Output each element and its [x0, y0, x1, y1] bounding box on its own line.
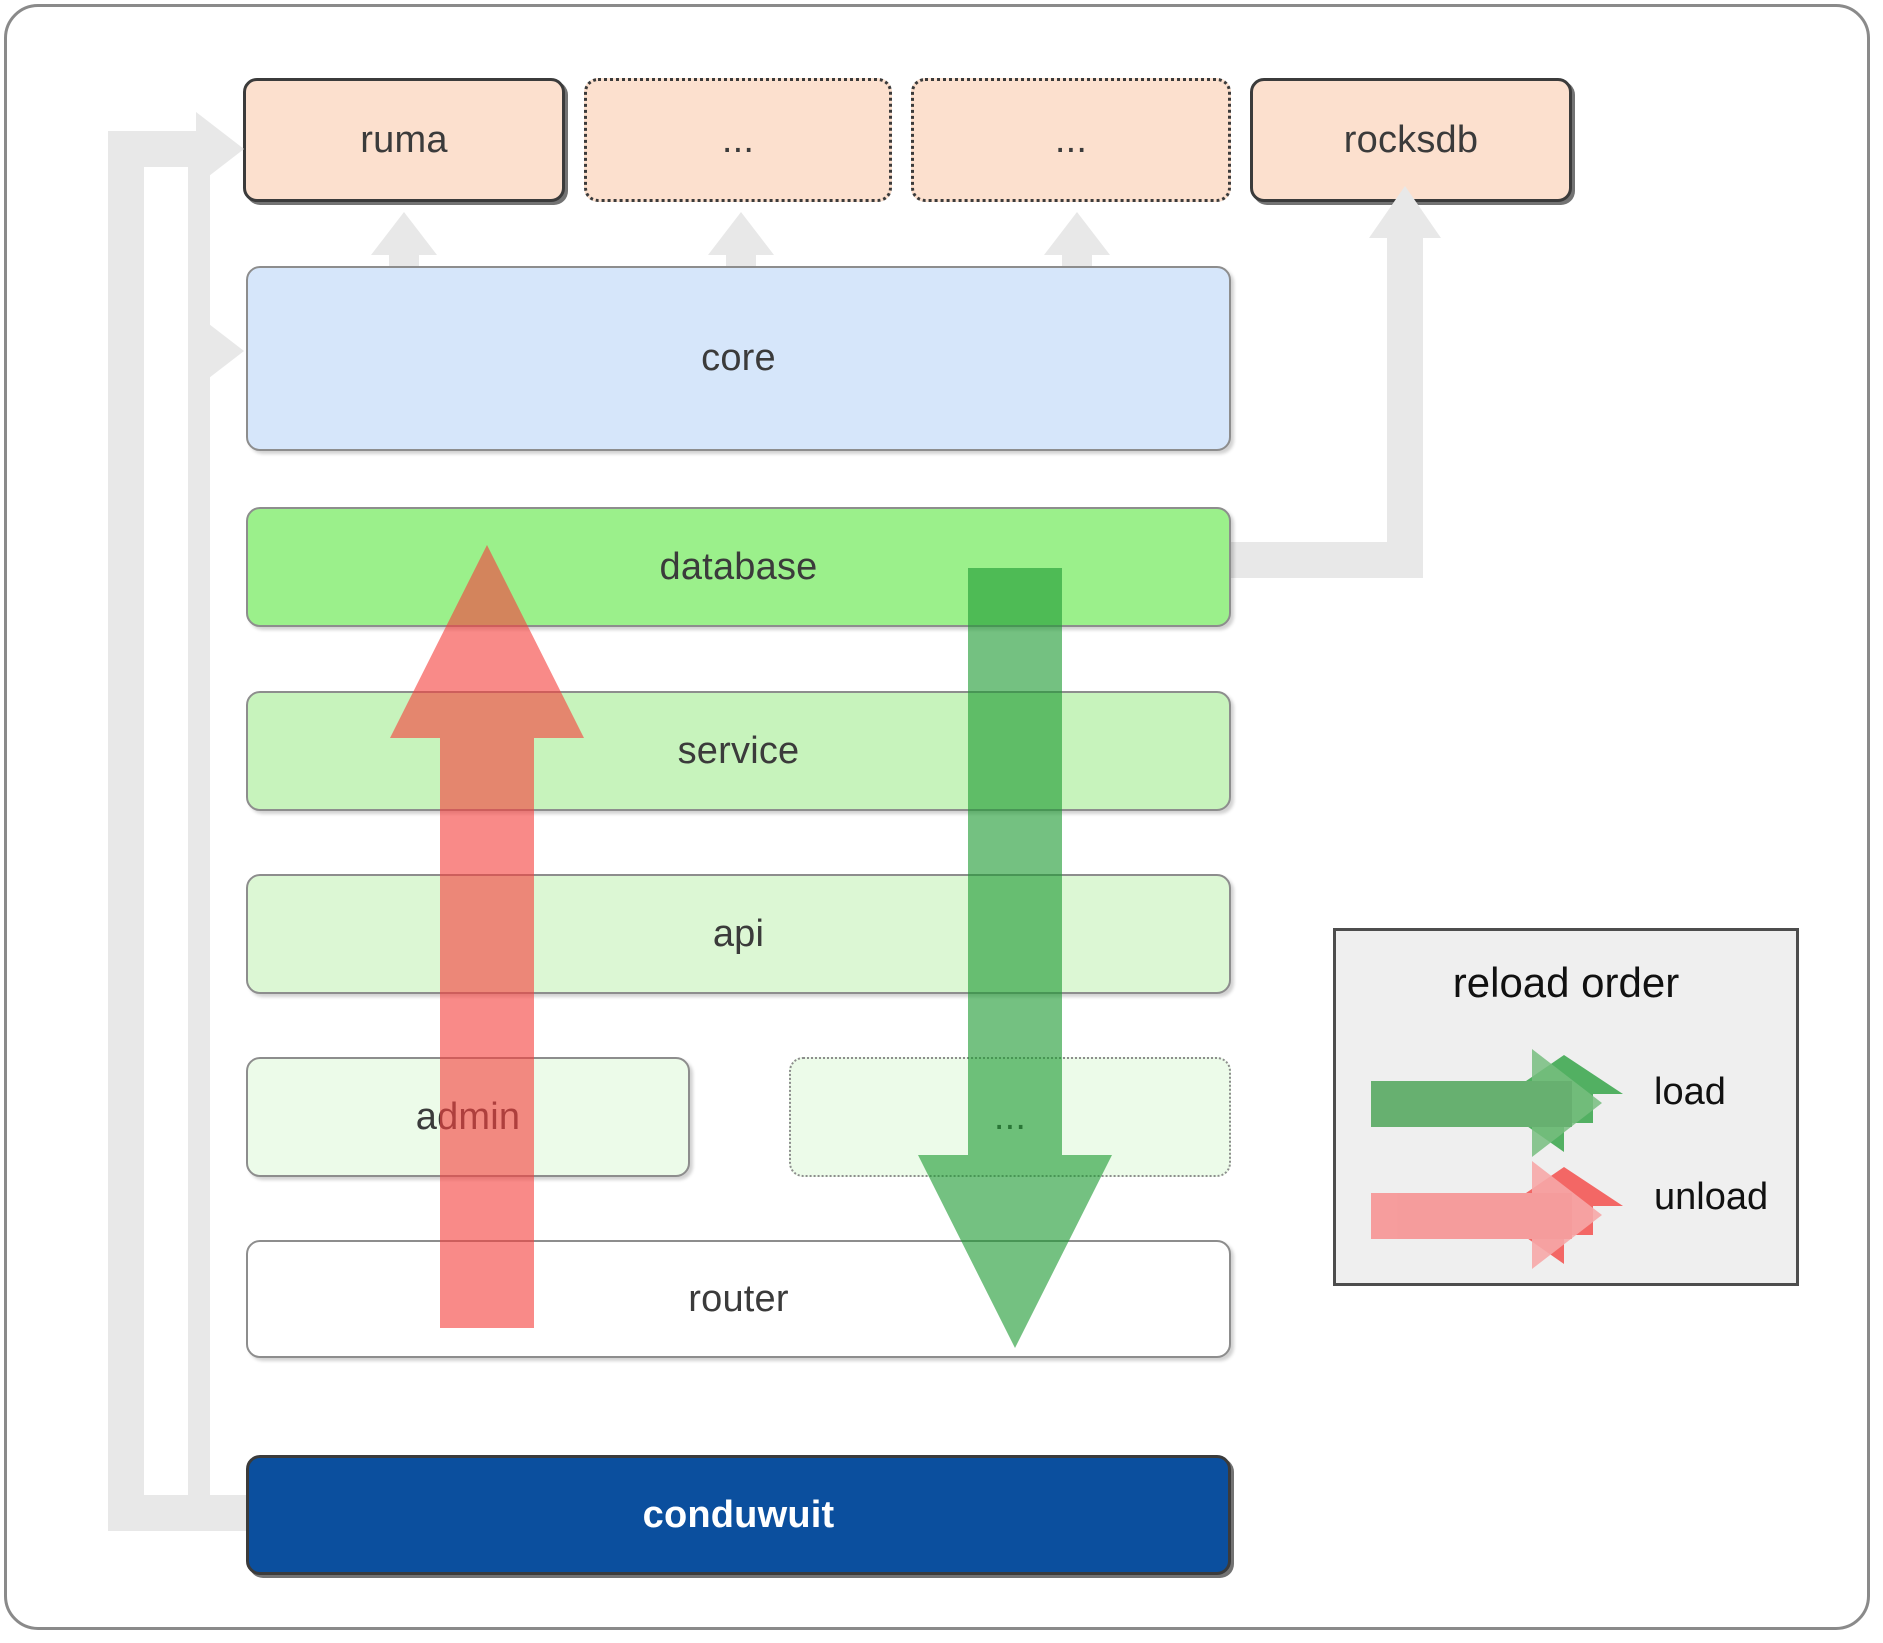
layer-box-core[interactable]: core: [246, 266, 1231, 451]
app-label: conduwuit: [642, 1493, 835, 1536]
legend-label-unload: unload: [1654, 1176, 1769, 1218]
layer-label: ...: [993, 1095, 1027, 1138]
layer-box-api[interactable]: api: [246, 874, 1231, 994]
layer-label: core: [701, 337, 776, 379]
legend-load-arrow-icon: [1371, 1049, 1623, 1157]
dependency-box-rocksdb[interactable]: rocksdb: [1250, 78, 1572, 202]
dependency-box-ruma[interactable]: ruma: [243, 78, 565, 202]
layer-label: router: [688, 1277, 789, 1320]
layer-label: service: [677, 729, 800, 772]
legend-panel: reload order load unload: [1333, 928, 1799, 1286]
diagram-frame: [4, 4, 1870, 1630]
layer-box-service[interactable]: service: [246, 691, 1231, 811]
dependency-label: ...: [1054, 118, 1088, 161]
dependency-label: rocksdb: [1343, 118, 1479, 161]
dependency-label: ruma: [360, 118, 448, 161]
layer-box-ellipsis[interactable]: ...: [789, 1057, 1231, 1177]
app-box-conduwuit[interactable]: conduwuit: [246, 1455, 1231, 1575]
dependency-label: ...: [721, 118, 755, 161]
layer-box-database[interactable]: database: [246, 507, 1231, 627]
layer-label: api: [712, 912, 765, 955]
layer-box-admin[interactable]: admin: [246, 1057, 690, 1177]
legend-label-load: load: [1654, 1071, 1726, 1113]
legend-title: reload order: [1452, 959, 1680, 1006]
layer-label: admin: [415, 1095, 521, 1138]
legend-unload-arrow-icon: [1371, 1161, 1623, 1269]
dependency-box-ellipsis-1[interactable]: ...: [584, 78, 892, 202]
layer-box-router[interactable]: router: [246, 1240, 1231, 1358]
layer-label: database: [659, 545, 818, 588]
dependency-box-ellipsis-2[interactable]: ...: [911, 78, 1231, 202]
